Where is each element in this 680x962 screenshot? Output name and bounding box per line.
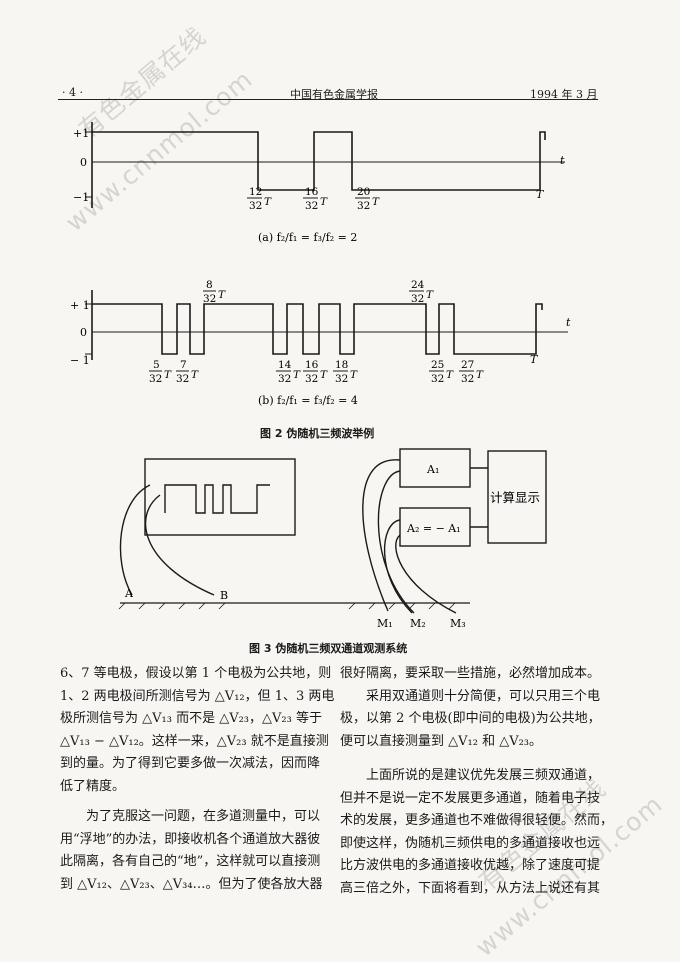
tick-num: 25	[431, 359, 444, 371]
tick-den: 32	[431, 373, 444, 385]
electrode-A-label: A	[124, 587, 134, 600]
text-line: 很好隔离，要采取一些措施，必然增加成本。	[340, 666, 601, 681]
tick-num: 20	[357, 186, 370, 198]
tick-den: 32	[305, 200, 318, 212]
cable-M2a	[377, 470, 415, 614]
tick-den: 32	[305, 373, 318, 385]
ground-hatch	[118, 602, 456, 610]
text-line: 但并不是说一定不发展更多通道，随着电子技	[340, 790, 601, 806]
issue-date: 1994 年 3 月	[530, 88, 598, 101]
text-line: 即使这样，伪随机三频供电的多通道接收也远	[340, 835, 601, 851]
electrode-m3-label: M₃	[450, 617, 466, 630]
tick-num: 7	[180, 359, 187, 371]
tick-T: T	[264, 196, 272, 208]
end-T-label: T	[536, 188, 545, 201]
electrode-B-label: B	[220, 589, 228, 602]
tick-den: 32	[149, 373, 162, 385]
y-plus-label: +1	[73, 127, 89, 140]
tick-num: 12	[249, 186, 262, 198]
y-minus-label: − 1	[70, 354, 90, 367]
tick-num: 14	[278, 359, 292, 371]
tick-num: 5	[153, 359, 160, 371]
y-minus-label: −1	[73, 191, 89, 204]
cable-M3	[395, 534, 457, 614]
tick-den: 32	[176, 373, 189, 385]
text-line: 此隔离，各有自己的“地”，这样就可以直接测	[60, 854, 321, 869]
tick-T: T	[218, 289, 226, 301]
tick-T: T	[320, 369, 328, 381]
box-waveform	[164, 484, 270, 514]
text-line: 高三倍之外，下面将看到，从方法上说还有其	[340, 880, 601, 896]
tick-T: T	[191, 369, 199, 381]
tick-den: 32	[278, 373, 291, 385]
body-left-column: 6、7 等电极，假设以第 1 个电极为公共地，则 1、2 两电极间所测信号为 △…	[60, 663, 350, 896]
tick-T: T	[372, 196, 380, 208]
text-line: 到的量。为了得到它要多做一次减法，因而降	[60, 756, 321, 771]
tick-T: T	[164, 369, 172, 381]
journal-name: 中国有色金属学报	[290, 88, 378, 101]
y-zero-label: 0	[80, 156, 87, 169]
body-right-column: 很好隔离，要采取一些措施，必然增加成本。 采用双通道则十分简便，可以只用三个电 …	[340, 663, 640, 900]
text-line: 1、2 两电极间所测信号为 △V₁₂，但 1、3 两电	[60, 688, 335, 704]
tick-den: 32	[461, 373, 474, 385]
cable-A	[119, 484, 151, 596]
page-number: · 4 ·	[62, 86, 83, 99]
tick-T: T	[320, 196, 328, 208]
figure-2-caption: 图 2 伪随机三频波举例	[260, 427, 375, 440]
text-line: 采用双通道则十分简便，可以只用三个电	[366, 688, 601, 704]
cable-M2b	[383, 519, 413, 614]
tick-num: 8	[206, 279, 213, 291]
figure-3-diagram: A B A₁ A₂ = − A₁ 计算显示 M₁ M₂ M₃	[118, 448, 547, 630]
figure-2a-waveform: +1 0 −1 t T 12 32 T 16 32 T 20 32 T (a) …	[73, 122, 565, 244]
channel-a2-label: A₂ = − A₁	[406, 522, 461, 535]
text-line: 为了克服这一问题，在多道测量中，可以	[86, 809, 321, 824]
tick-num: 16	[305, 359, 319, 371]
cable-B	[144, 494, 215, 596]
tick-T: T	[350, 369, 358, 381]
tick-T: T	[476, 369, 484, 381]
text-line: 比方波供电的多通道接收优越，除了速度可提	[340, 858, 601, 873]
tick-T: T	[426, 289, 434, 301]
text-line: 低了精度。	[60, 778, 126, 794]
text-line: 极，以第 2 个电极(即中间的电极)为公共地，	[340, 711, 601, 726]
single-channel-receiver-box	[144, 458, 296, 536]
text-line: 上面所说的是建议优先发展三频双通道，	[366, 768, 601, 783]
text-line: 极所测信号为 △V₁₃ 而不是 △V₂₃，△V₂₃ 等于	[60, 711, 322, 726]
electrode-m2-label: M₂	[410, 617, 426, 630]
tick-num: 27	[461, 359, 474, 371]
tick-num: 16	[305, 186, 319, 198]
tick-den: 32	[411, 293, 424, 305]
t-axis-label: t	[566, 316, 571, 329]
figure-2b-waveform: + 1 0 − 1 t T 8 32 T 24 32 T 5 32 T 7 32…	[70, 279, 571, 407]
compute-display-label: 计算显示	[490, 490, 540, 505]
tick-den: 32	[249, 200, 262, 212]
tick-T: T	[446, 369, 454, 381]
t-axis-label: t	[560, 154, 565, 167]
text-line: 到 △V₁₂、△V₂₃、△V₃₄…。但为了使各放大器	[60, 876, 323, 892]
cable-M1	[362, 459, 401, 612]
waveform-a	[92, 131, 546, 191]
tick-num: 24	[411, 279, 425, 291]
text-line: △V₁₃ − △V₁₂。这样一来，△V₂₃ 就不是直接测	[60, 733, 329, 749]
end-T-label: T	[530, 353, 539, 366]
tick-den: 32	[357, 200, 370, 212]
figure-3-caption: 图 3 伪随机三频双通道观测系统	[249, 642, 408, 655]
y-plus-label: + 1	[70, 299, 90, 312]
tick-num: 18	[335, 359, 348, 371]
tick-den: 32	[335, 373, 348, 385]
y-zero-label: 0	[80, 326, 87, 339]
header-rule	[58, 99, 598, 100]
figure-2b-caption: (b) f₂/f₁ = f₃/f₂ = 4	[258, 394, 358, 407]
electrode-m1-label: M₁	[377, 617, 393, 630]
compute-display-box	[487, 450, 547, 544]
text-line: 便可以直接测量到 △V₁₂ 和 △V₂₃。	[340, 733, 543, 749]
waveform-b	[92, 303, 543, 355]
text-line: 6、7 等电极，假设以第 1 个电极为公共地，则	[60, 666, 332, 681]
text-line: 用“浮地”的办法，即接收机各个通道放大器彼	[60, 831, 321, 847]
channel-a1-label: A₁	[426, 463, 439, 476]
text-line: 术的发展，更多通道也不难做得很轻便。然而，	[340, 813, 614, 828]
figure-2a-caption: (a) f₂/f₁ = f₃/f₂ = 2	[258, 231, 357, 244]
tick-T: T	[293, 369, 301, 381]
tick-den: 32	[203, 293, 216, 305]
